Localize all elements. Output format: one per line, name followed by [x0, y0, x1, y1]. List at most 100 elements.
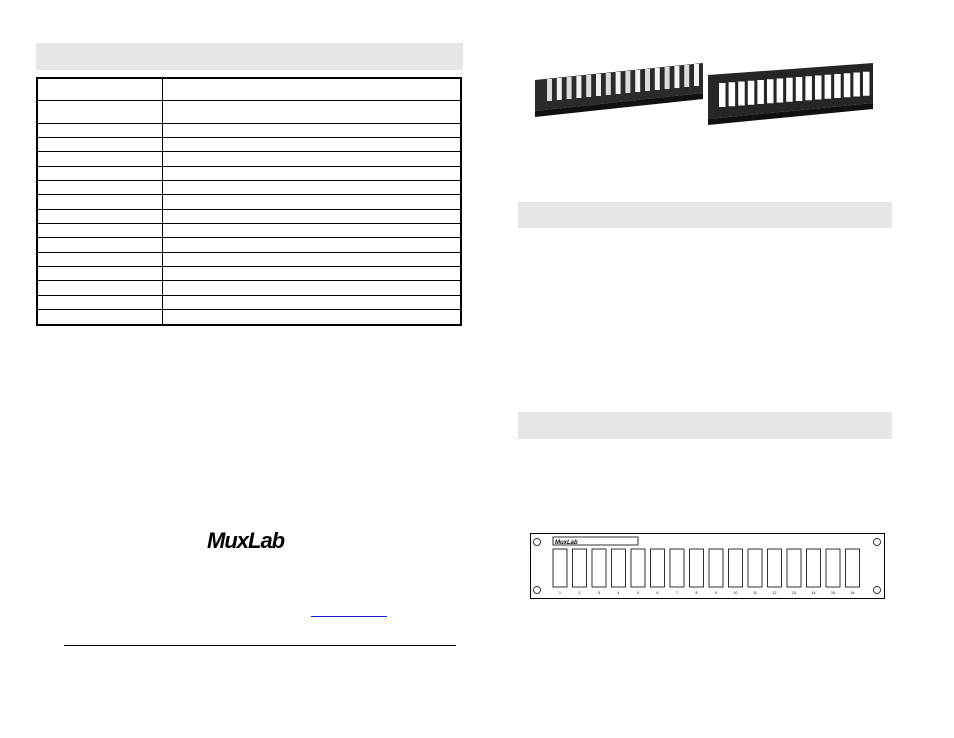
spec-label-cell: [36, 294, 163, 311]
module-slot: [615, 72, 621, 94]
port-number-label: 12: [773, 591, 777, 595]
spec-table-row: [36, 309, 462, 326]
port-number-label: 11: [753, 591, 757, 595]
spec-label-cell: [36, 222, 163, 239]
port-slot: [767, 548, 782, 588]
spec-label-cell: [36, 122, 163, 138]
mount-hole-icon: [873, 586, 881, 594]
spec-table-row: [36, 251, 462, 268]
port-slot: [669, 548, 685, 588]
spec-table-row: [36, 136, 462, 153]
module-slot: [566, 77, 572, 99]
port-number-label: 5: [637, 591, 639, 595]
spec-table-row: [36, 222, 462, 239]
muxlab-logo: MuxLab: [207, 528, 285, 553]
empty-slot: [843, 73, 851, 98]
spec-value-cell: [162, 266, 462, 282]
empty-slot: [805, 76, 812, 101]
spec-table-row: [36, 194, 462, 210]
spec-table-row: [36, 165, 462, 181]
port-number-label: 9: [715, 591, 717, 595]
module-slot: [635, 70, 641, 92]
empty-slot: [795, 77, 803, 101]
spec-table-row: [36, 179, 462, 196]
module-slot: [645, 69, 650, 91]
section-header-bar-right-1: [518, 202, 892, 228]
empty-slot: [757, 80, 764, 104]
port-slot: [708, 548, 724, 588]
spec-label-cell: [36, 208, 163, 225]
port-number-label: 10: [734, 591, 738, 595]
port-slot: [786, 548, 802, 588]
spec-value-cell: [162, 309, 462, 326]
module-slot: [664, 67, 670, 89]
empty-slot: [767, 79, 774, 104]
port-slot: [689, 548, 704, 588]
port-number-label: 7: [676, 591, 678, 595]
panel-label-box: [552, 536, 639, 546]
empty-slot: [747, 80, 755, 105]
spec-label-cell: [36, 179, 163, 196]
spec-value-cell: [162, 251, 462, 268]
horizontal-rule: [64, 645, 456, 646]
port-number-label: 13: [792, 591, 796, 595]
spec-value-cell: [162, 194, 462, 210]
empty-rack-panel-image: [708, 63, 873, 125]
spec-value-cell: [162, 208, 462, 225]
port-number-label: 15: [831, 591, 835, 595]
port-number-label: 2: [579, 591, 581, 595]
spec-value-cell: [162, 77, 462, 102]
spec-label-cell: [36, 151, 163, 167]
spec-value-cell: [162, 136, 462, 153]
spec-value-cell: [162, 165, 462, 181]
module-slot: [605, 73, 611, 95]
spec-table-row: [36, 151, 462, 167]
spec-label-cell: [36, 100, 163, 124]
port-slot: [825, 548, 841, 588]
mount-hole-icon: [533, 538, 541, 546]
rack-panel-photo: [535, 63, 873, 125]
empty-slot: [853, 72, 860, 97]
port-slot: [630, 548, 646, 588]
spec-table-row: [36, 100, 462, 124]
port-slot: [572, 548, 587, 588]
port-number-label: 16: [851, 591, 855, 595]
port-number-label: 8: [696, 591, 698, 595]
spec-value-cell: [162, 122, 462, 138]
spec-label-cell: [36, 280, 163, 296]
spec-value-cell: [162, 294, 462, 311]
empty-slot: [728, 82, 736, 107]
module-slot: [596, 74, 601, 96]
module-slot: [694, 64, 699, 86]
spec-label-cell: [36, 237, 163, 253]
spec-table-row: [36, 208, 462, 225]
spec-value-cell: [162, 151, 462, 167]
empty-slot: [738, 81, 745, 106]
module-slot: [625, 71, 631, 93]
panel-logo: MuxLab: [555, 540, 578, 546]
port-number-label: 1: [559, 591, 561, 595]
empty-slot: [776, 78, 784, 103]
port-slot: [845, 548, 860, 588]
spec-value-cell: [162, 237, 462, 253]
website-link-underline[interactable]: [311, 616, 387, 617]
spec-label-cell: [36, 309, 163, 326]
section-header-bar-right-2: [518, 412, 892, 439]
mount-hole-icon: [533, 586, 541, 594]
port-slot: [650, 548, 665, 588]
module-slot: [576, 76, 582, 98]
mount-hole-icon: [873, 538, 881, 546]
port-slot: [611, 548, 626, 588]
spec-table: [36, 77, 462, 326]
spec-label-cell: [36, 251, 163, 268]
spec-value-cell: [162, 179, 462, 196]
empty-slot: [815, 75, 822, 100]
spec-table-row: [36, 122, 462, 138]
spec-label-cell: [36, 136, 163, 153]
spec-label-cell: [36, 194, 163, 210]
port-slot: [747, 548, 763, 588]
spec-label-cell: [36, 165, 163, 181]
spec-value-cell: [162, 100, 462, 124]
spec-label-cell: [36, 77, 163, 102]
